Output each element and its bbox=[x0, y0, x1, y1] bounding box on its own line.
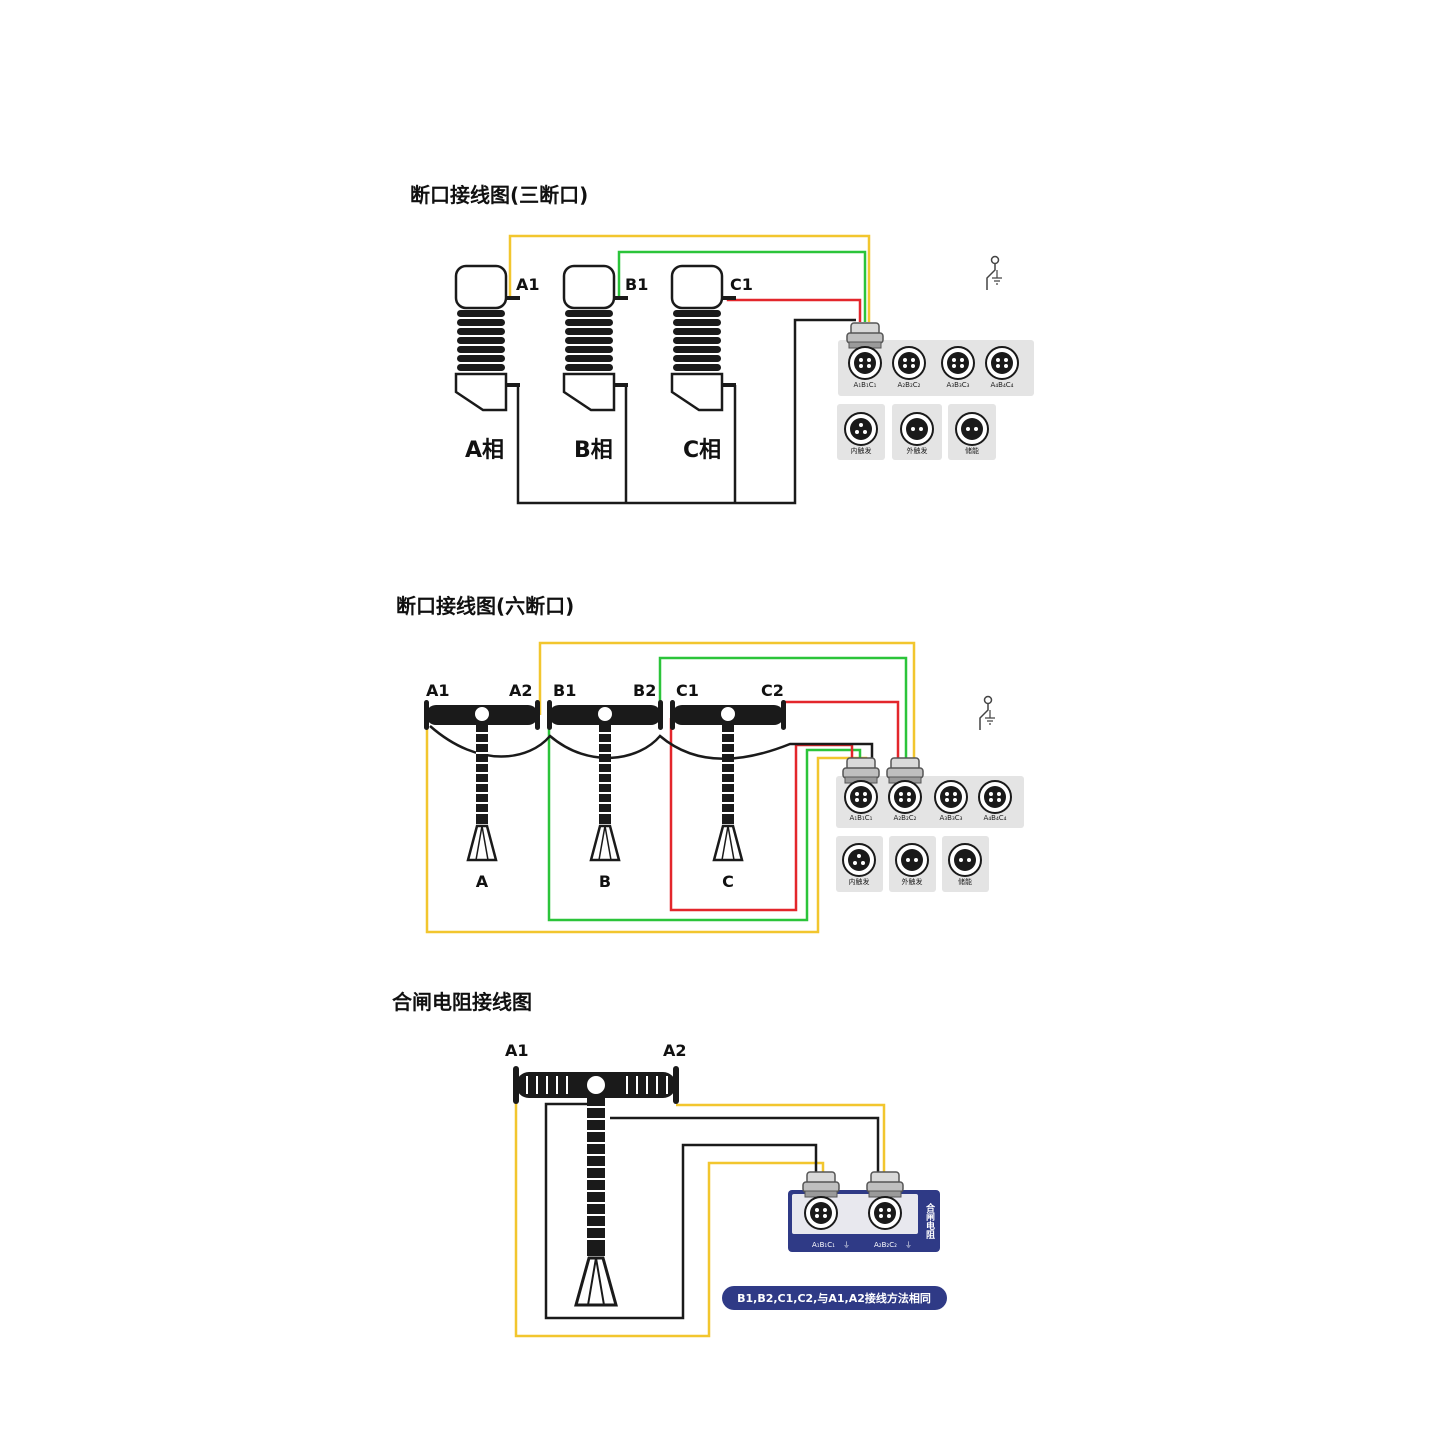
port-label: A₂B₂C₂ bbox=[874, 1241, 897, 1249]
socket-icon[interactable] bbox=[948, 843, 982, 877]
section2-port-panel bbox=[836, 776, 1024, 828]
breaker-column-b bbox=[562, 264, 628, 412]
wire-red-c1 bbox=[669, 718, 854, 912]
aux-label-energy-storage: 储能 bbox=[958, 877, 972, 886]
terminal-label-c2: C2 bbox=[761, 681, 784, 700]
phase-label-c: C bbox=[722, 872, 734, 891]
aux-label-energy-storage: 储能 bbox=[965, 446, 979, 455]
terminal-label-a2: A2 bbox=[509, 681, 533, 700]
port-label: A₂B₂C₂ bbox=[898, 381, 921, 389]
section3-wires bbox=[514, 1102, 886, 1338]
socket-icon[interactable] bbox=[844, 780, 878, 814]
connector-plug-icon bbox=[846, 322, 884, 349]
terminal-label-b2: B2 bbox=[633, 681, 656, 700]
phase-label-b: B bbox=[599, 872, 611, 891]
port-label: A₁B₁C₁ bbox=[850, 814, 873, 822]
port-label: A₂B₂C₂ bbox=[894, 814, 917, 822]
socket-icon[interactable] bbox=[895, 843, 929, 877]
wire-black-common bbox=[516, 318, 856, 505]
terminal-label-a1: A1 bbox=[505, 1041, 529, 1060]
t-insulator-c bbox=[670, 700, 786, 862]
aux-label-external-trigger: 外触发 bbox=[902, 877, 923, 886]
wire-green-b2 bbox=[658, 656, 908, 760]
socket-icon[interactable] bbox=[985, 346, 1019, 380]
connector-plug-icon bbox=[866, 1171, 904, 1198]
section-six-break: 断口接线图(六断口) bbox=[396, 594, 1024, 934]
wire-black-a2-return bbox=[610, 1116, 880, 1178]
section-three-break: 断口接线图(三断口) bbox=[410, 183, 1034, 505]
section-closing-resistor: 合闸电阻接线图 A1 A2 A₁B₁C₁ ⏚ A₂B₂C₂ bbox=[392, 990, 947, 1338]
socket-icon[interactable] bbox=[804, 1196, 838, 1230]
wire-red-c1 bbox=[726, 297, 862, 322]
wiring-note: B1,B2,C1,C2,与A1,A2接线方法相同 bbox=[737, 1291, 931, 1305]
wire-green-b1 bbox=[547, 718, 862, 922]
ground-symbol-icon: ⏚ bbox=[843, 1241, 850, 1249]
terminal-label-c1: C1 bbox=[730, 275, 753, 294]
port-label: A₃B₃C₃ bbox=[940, 814, 963, 822]
aux-label-external-trigger: 外触发 bbox=[907, 446, 928, 455]
ground-hook-icon bbox=[979, 695, 996, 731]
port-label: A₃B₃C₃ bbox=[947, 381, 970, 389]
t-insulator-b bbox=[547, 700, 663, 862]
phase-label-a: A bbox=[476, 872, 489, 891]
socket-icon[interactable] bbox=[868, 1196, 902, 1230]
wire-yellow-a1 bbox=[514, 1102, 825, 1338]
t-insulator-resistor bbox=[513, 1066, 679, 1307]
socket-icon[interactable] bbox=[888, 780, 922, 814]
note-pill bbox=[722, 1286, 947, 1310]
port-label: A₁B₁C₁ bbox=[812, 1241, 835, 1249]
socket-icon[interactable] bbox=[941, 346, 975, 380]
section1-title: 断口接线图(三断口) bbox=[410, 183, 588, 207]
socket-icon[interactable] bbox=[934, 780, 968, 814]
terminal-label-c1: C1 bbox=[676, 681, 699, 700]
wire-yellow-a2 bbox=[676, 1103, 886, 1178]
aux-label-internal-trigger: 内触发 bbox=[849, 877, 870, 886]
breaker-column-c bbox=[670, 264, 736, 412]
socket-icon[interactable] bbox=[848, 346, 882, 380]
phase-label-a: A相 bbox=[465, 438, 504, 463]
section3-title: 合闸电阻接线图 bbox=[392, 990, 532, 1014]
socket-icon[interactable] bbox=[844, 412, 878, 446]
breaker-column-a bbox=[454, 264, 520, 412]
wire-green-b1 bbox=[617, 250, 867, 322]
terminal-label-a1: A1 bbox=[426, 681, 450, 700]
section1-port-panel bbox=[838, 340, 1034, 396]
port-label: A₁B₁C₁ bbox=[854, 381, 877, 389]
terminal-label-b1: B1 bbox=[625, 275, 648, 294]
wire-yellow-a1 bbox=[425, 718, 868, 934]
wire-black-a1-return bbox=[544, 1102, 818, 1320]
port-label: A₄B₄C₄ bbox=[984, 814, 1007, 822]
socket-icon[interactable] bbox=[892, 346, 926, 380]
section2-title: 断口接线图(六断口) bbox=[396, 594, 574, 618]
connector-plug-icon bbox=[886, 757, 924, 784]
terminal-label-a1: A1 bbox=[516, 275, 540, 294]
ground-symbol-icon: ⏚ bbox=[905, 1241, 912, 1249]
connector-plug-icon bbox=[842, 757, 880, 784]
phase-label-c: C相 bbox=[683, 438, 721, 463]
t-insulator-a bbox=[424, 700, 540, 862]
socket-icon[interactable] bbox=[955, 412, 989, 446]
connector-plug-icon bbox=[802, 1171, 840, 1198]
port-label: A₄B₄C₄ bbox=[991, 381, 1014, 389]
phase-label-b: B相 bbox=[574, 438, 613, 463]
wire-yellow-a2 bbox=[538, 641, 916, 760]
socket-icon[interactable] bbox=[978, 780, 1012, 814]
wire-red-c2 bbox=[784, 700, 900, 760]
socket-icon[interactable] bbox=[842, 843, 876, 877]
ground-hook-icon bbox=[986, 255, 1003, 291]
wire-black-chain bbox=[429, 725, 874, 762]
wire-yellow-a1 bbox=[508, 234, 871, 322]
socket-icon[interactable] bbox=[900, 412, 934, 446]
aux-label-internal-trigger: 内触发 bbox=[851, 446, 872, 455]
terminal-label-a2: A2 bbox=[663, 1041, 687, 1060]
closing-resistor-label: 合闸电阻 bbox=[924, 1202, 935, 1240]
terminal-label-b1: B1 bbox=[553, 681, 576, 700]
